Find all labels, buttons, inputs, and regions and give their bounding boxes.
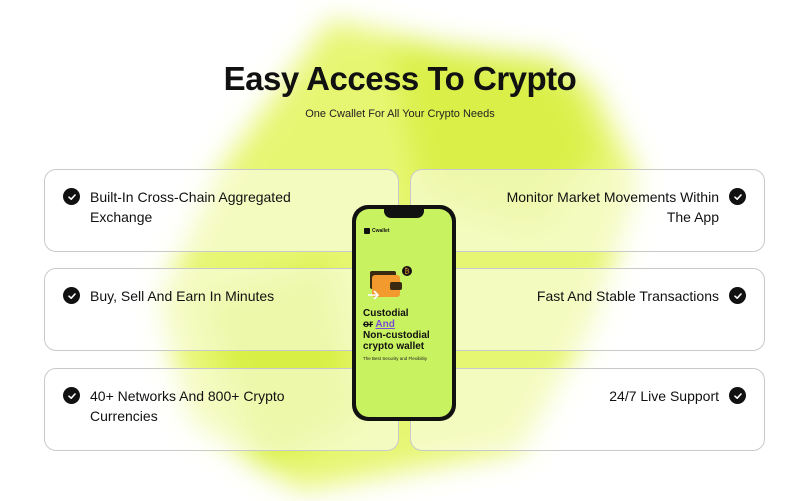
phone-tagline: The Best Security and Flexibility bbox=[363, 356, 428, 361]
check-icon bbox=[63, 188, 80, 205]
feature-label: Buy, Sell And Earn In Minutes bbox=[90, 288, 275, 304]
phone-notch bbox=[384, 209, 424, 218]
phone-brand: Cwallet bbox=[364, 228, 390, 234]
wallet-icon: ₿ bbox=[368, 266, 412, 300]
feature-label: 40+ Networks And 800+ Crypto Currencies bbox=[90, 388, 285, 424]
feature-label: Fast And Stable Transactions bbox=[536, 288, 719, 304]
feature-label: 24/7 Live Support bbox=[609, 388, 719, 404]
feature-card-cross-chain: Built-In Cross-Chain Aggregated Exchange bbox=[44, 169, 399, 252]
feature-card-live-support: 24/7 Live Support bbox=[410, 368, 765, 451]
svg-text:₿: ₿ bbox=[404, 268, 409, 276]
phone-brand-label: Cwallet bbox=[372, 228, 390, 234]
feature-card-fast-stable: Fast And Stable Transactions bbox=[410, 268, 765, 351]
check-icon bbox=[729, 188, 746, 205]
page-title: Easy Access To Crypto bbox=[223, 60, 577, 97]
check-icon bbox=[729, 287, 746, 304]
check-icon bbox=[63, 387, 80, 404]
feature-card-buy-sell: Buy, Sell And Earn In Minutes bbox=[44, 268, 399, 351]
page-subtitle: One Cwallet For All Your Crypto Needs bbox=[305, 108, 495, 120]
phone-headline: Custodial or And Non-custodial crypto wa… bbox=[363, 308, 430, 352]
feature-card-networks: 40+ Networks And 800+ Crypto Currencies bbox=[44, 368, 399, 451]
feature-label: Monitor Market Movements Within The App bbox=[506, 189, 719, 225]
feature-card-monitor-market: Monitor Market Movements Within The App bbox=[410, 169, 765, 252]
phone-screen: Cwallet ₿ Custodial or And Non-custodial… bbox=[356, 209, 452, 417]
phone-mockup: Cwallet ₿ Custodial or And Non-custodial… bbox=[352, 205, 456, 421]
check-icon bbox=[63, 287, 80, 304]
cwallet-logo-icon bbox=[364, 228, 370, 234]
feature-label: Built-In Cross-Chain Aggregated Exchange bbox=[90, 189, 291, 225]
check-icon bbox=[729, 387, 746, 404]
